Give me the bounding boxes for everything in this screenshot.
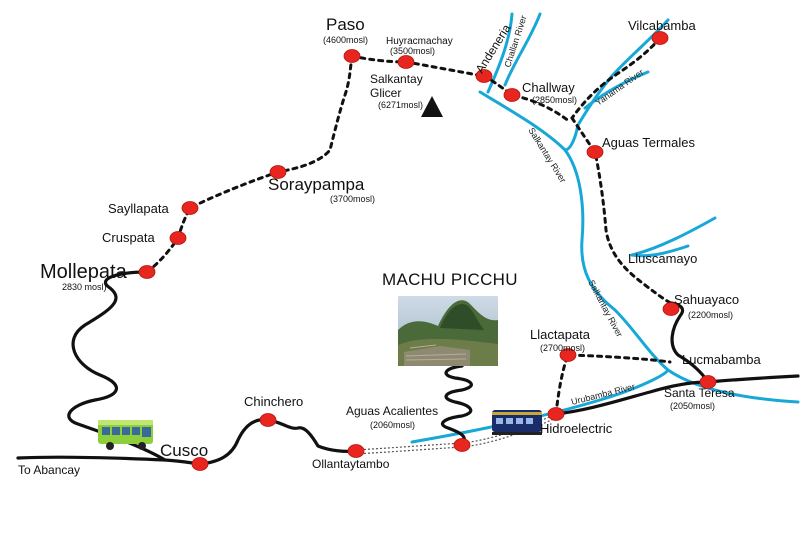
river-salkantay-join [563,123,580,152]
marker-aguas-termales [586,145,604,159]
label-santa-teresa-alt: (2050mosl) [670,401,715,411]
label-aguas-calientes: Aguas Acalientes [346,404,438,418]
label-salkantay: Salkantay [370,72,423,86]
road-cusco-chinchero [198,418,358,466]
label-challway-alt: (2850mosl) [532,95,577,105]
place-labels: Paso (4600mosl) Huyracmachay (3500mosl) … [18,15,762,477]
label-to-abancay: To Abancay [18,463,80,477]
marker-huyracmachay [397,55,415,69]
label-salkantay-alt: (6271mosl) [378,100,423,110]
label-vilcabamba: Vilcabamba [628,18,696,33]
road-zigzag-mp [441,364,473,446]
map-title: MACHU PICCHU [382,270,518,289]
label-huyracmachay-alt: (3500mosl) [390,46,435,56]
marker-llactapata [559,348,577,362]
roads [16,270,800,466]
road-hidro-santateresa [554,380,710,416]
marker-hidroelectric [547,407,565,421]
river-lluscamayo [630,216,717,257]
trail-andeneria-challway [482,74,572,124]
label-aguas-termales: Aguas Termales [602,135,695,150]
label-llactapata: Llactapata [530,327,591,342]
river-salkantay-upper [478,90,617,312]
bus-icon [98,420,153,450]
river-lluscamayo2 [630,244,690,258]
label-huyracmachay: Huyracmachay [386,36,453,47]
river-salkantay-lower [613,308,800,404]
trail-vilcabamba [570,36,662,120]
salkantay-peak-icon [421,96,443,117]
marker-sayllapata [181,201,199,215]
marker-santa-teresa [699,375,717,389]
label-sayllapata: Sayllapata [108,201,169,216]
marker-mollepata [138,265,156,279]
label-soraypampa-alt: (3700mosl) [330,194,375,204]
label-mollepata-alt: 2830 mosl) [62,282,107,292]
marker-paso [343,49,361,63]
marker-soraypampa [269,165,287,179]
river-yanama-branch [583,70,650,110]
marker-sahuayaco [662,302,680,316]
marker-vilcabamba [651,31,669,45]
label-lucmabamba: Lucmabamba [682,352,762,367]
label-cruspata: Cruspata [102,230,156,245]
road-santateresa-east [706,374,800,384]
label-chinchero: Chinchero [244,394,303,409]
train-icon [492,410,542,435]
road-santateresa-sahuayaco [669,301,710,384]
road-abancay [16,455,202,466]
label-sahuayaco-alt: (2200mosl) [688,310,733,320]
label-sahuayaco: Sahuayaco [674,292,739,307]
label-aguas-calientes-alt: (2060mosl) [370,420,415,430]
marker-chinchero [259,413,277,427]
river-branch-andeneria [503,12,542,87]
label-soraypampa: Soraypampa [268,175,365,194]
marker-cruspata [169,231,187,245]
label-salkantay-river-2: Salkantay River [586,278,624,338]
label-hidroelectric: Hidroelectric [540,421,613,436]
label-mollepata: Mollepata [40,261,128,283]
label-ollantaytambo: Ollantaytambo [312,457,390,471]
marker-ollantaytambo [347,444,365,458]
road-cusco-mollepata [67,270,167,462]
river-challan [486,12,514,94]
marker-challway [503,88,521,102]
label-llactapata-alt: (2700mosl) [540,343,585,353]
marker-andeneria [475,69,493,83]
label-paso-alt: (4600mosl) [323,35,368,45]
marker-cusco [191,457,209,471]
marker-aguas-calientes [453,438,471,452]
label-santa-teresa: Santa Teresa [664,386,735,400]
label-paso: Paso [326,15,365,34]
stop-markers [138,31,717,471]
label-glicer: Glicer [370,86,401,100]
trail-down [570,116,673,305]
machu-picchu-photo [398,296,498,366]
label-lluscamayo: Lluscamayo [628,251,697,266]
label-challway: Challway [522,80,575,95]
label-cusco: Cusco [160,441,208,460]
